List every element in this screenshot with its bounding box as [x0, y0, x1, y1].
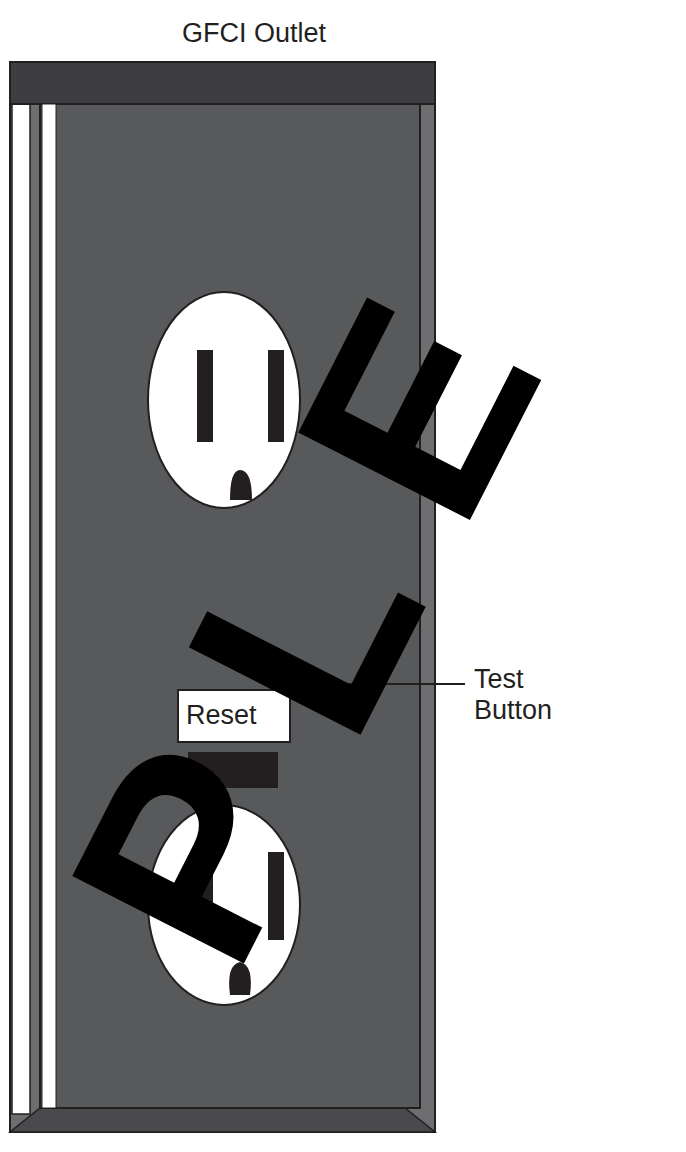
- outlet-title: GFCI Outlet: [182, 18, 326, 49]
- slot: [197, 350, 213, 442]
- frame-bevel: [10, 1108, 435, 1132]
- frame-edge: [12, 64, 30, 1114]
- plate-edge: [42, 104, 56, 1108]
- callout-label: Test Button: [474, 664, 584, 726]
- frame-top: [10, 62, 435, 104]
